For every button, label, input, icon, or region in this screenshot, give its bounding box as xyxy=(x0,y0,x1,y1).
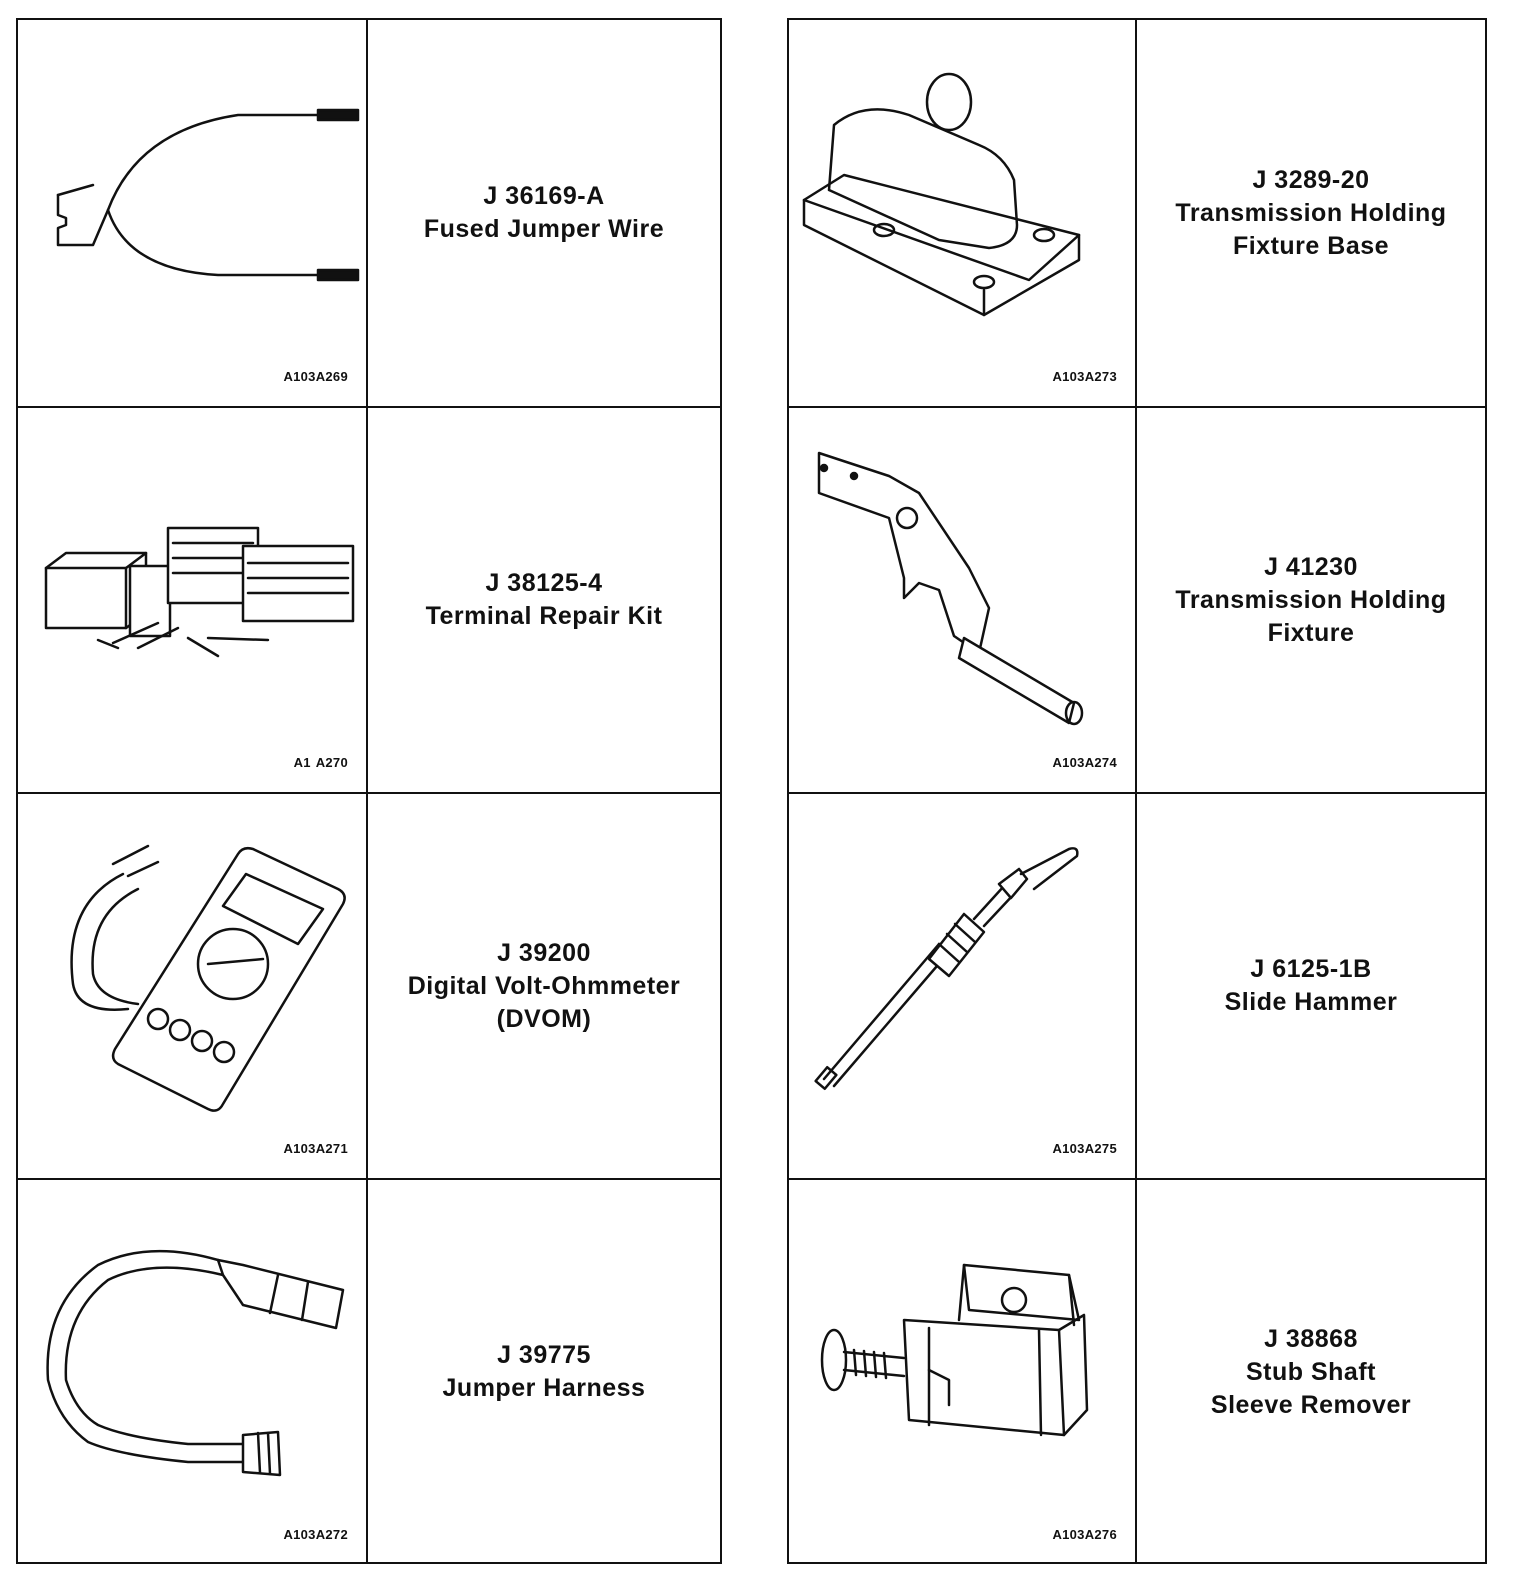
figure-number: A103A275 xyxy=(1052,1141,1117,1156)
part-number: J 38125-4 xyxy=(485,569,603,597)
fixture-base-icon xyxy=(802,72,1081,317)
tool-name-line: Slide Hammer xyxy=(1224,988,1398,1016)
tool-name-line: Fixture xyxy=(1267,618,1355,647)
figure-number: A103A271 xyxy=(283,1141,348,1156)
part-number: J 38868 xyxy=(1264,1324,1358,1353)
tool-row: A103A273 J 3289-20 Transmission Holding … xyxy=(789,20,1485,406)
figure-number: A1 A270 xyxy=(293,755,348,770)
tool-illustration-cell: A103A272 xyxy=(18,1180,368,1564)
figure-number: A103A273 xyxy=(1052,369,1117,384)
tool-description: J 39775 Jumper Harness xyxy=(368,1180,720,1564)
right-tool-table: A103A273 J 3289-20 Transmission Holding … xyxy=(787,18,1487,1564)
tool-name-line: Fused Jumper Wire xyxy=(423,215,665,243)
tool-description: J 6125-1B Slide Hammer xyxy=(1137,794,1485,1178)
tool-description: J 38125-4 Terminal Repair Kit xyxy=(368,408,720,792)
tool-name-line: Fixture Base xyxy=(1232,231,1390,260)
figure-number: A103A274 xyxy=(1052,755,1117,770)
left-tool-table: A103A269 J 36169-A Fused Jumper Wire A1 … xyxy=(16,18,722,1564)
sleeve-remover-icon xyxy=(820,1263,1089,1437)
tool-name-line: Transmission Holding xyxy=(1175,585,1447,614)
tool-row: A103A274 J 41230 Transmission Holding Fi… xyxy=(789,406,1485,792)
figure-number: A103A276 xyxy=(1052,1527,1117,1542)
tool-illustration-cell: A103A274 xyxy=(789,408,1137,792)
tool-name-line: Digital Volt-Ohmmeter xyxy=(407,971,681,1000)
tool-name-line: Stub Shaft xyxy=(1246,1357,1376,1386)
part-number: J 41230 xyxy=(1264,552,1358,581)
holding-fixture-icon xyxy=(817,451,1084,726)
part-number: J 6125-1B xyxy=(1250,955,1372,983)
part-number: J 3289-20 xyxy=(1252,165,1370,194)
terminal-repair-kit-icon xyxy=(44,526,355,658)
figure-number: A103A272 xyxy=(283,1527,348,1542)
tool-name-line: (DVOM) xyxy=(496,1004,592,1033)
tool-row: A103A271 J 39200 Digital Volt-Ohmmeter (… xyxy=(18,792,720,1178)
jumper-harness-icon xyxy=(46,1249,345,1477)
tool-illustration-cell: A103A271 xyxy=(18,794,368,1178)
tool-description: J 36169-A Fused Jumper Wire xyxy=(368,20,720,406)
part-number: J 39200 xyxy=(497,938,591,967)
tool-name-line: Sleeve Remover xyxy=(1210,1390,1412,1419)
tool-description: J 41230 Transmission Holding Fixture xyxy=(1137,408,1485,792)
tool-illustration-cell: A103A273 xyxy=(789,20,1137,406)
tool-name-line: Terminal Repair Kit xyxy=(425,602,663,630)
tool-row: A103A275 J 6125-1B Slide Hammer xyxy=(789,792,1485,1178)
slide-hammer-icon xyxy=(814,847,1079,1091)
tool-illustration-cell: A103A275 xyxy=(789,794,1137,1178)
tool-row: A103A276 J 38868 Stub Shaft Sleeve Remov… xyxy=(789,1178,1485,1564)
figure-number: A103A269 xyxy=(283,369,348,384)
fused-jumper-wire-icon xyxy=(56,108,360,282)
tool-description: J 3289-20 Transmission Holding Fixture B… xyxy=(1137,20,1485,406)
tool-name-line: Jumper Harness xyxy=(442,1374,646,1402)
tool-row: A1 A270 J 38125-4 Terminal Repair Kit xyxy=(18,406,720,792)
part-number: J 36169-A xyxy=(483,182,605,210)
tool-illustration-cell: A103A276 xyxy=(789,1180,1137,1564)
tool-illustration-cell: A103A269 xyxy=(18,20,368,406)
tool-row: A103A272 J 39775 Jumper Harness xyxy=(18,1178,720,1564)
tool-illustration-cell: A1 A270 xyxy=(18,408,368,792)
dvom-icon xyxy=(70,844,346,1112)
tool-row: A103A269 J 36169-A Fused Jumper Wire xyxy=(18,20,720,406)
tool-name-line: Transmission Holding xyxy=(1175,198,1447,227)
tool-description: J 39200 Digital Volt-Ohmmeter (DVOM) xyxy=(368,794,720,1178)
part-number: J 39775 xyxy=(497,1341,591,1369)
tool-description: J 38868 Stub Shaft Sleeve Remover xyxy=(1137,1180,1485,1564)
